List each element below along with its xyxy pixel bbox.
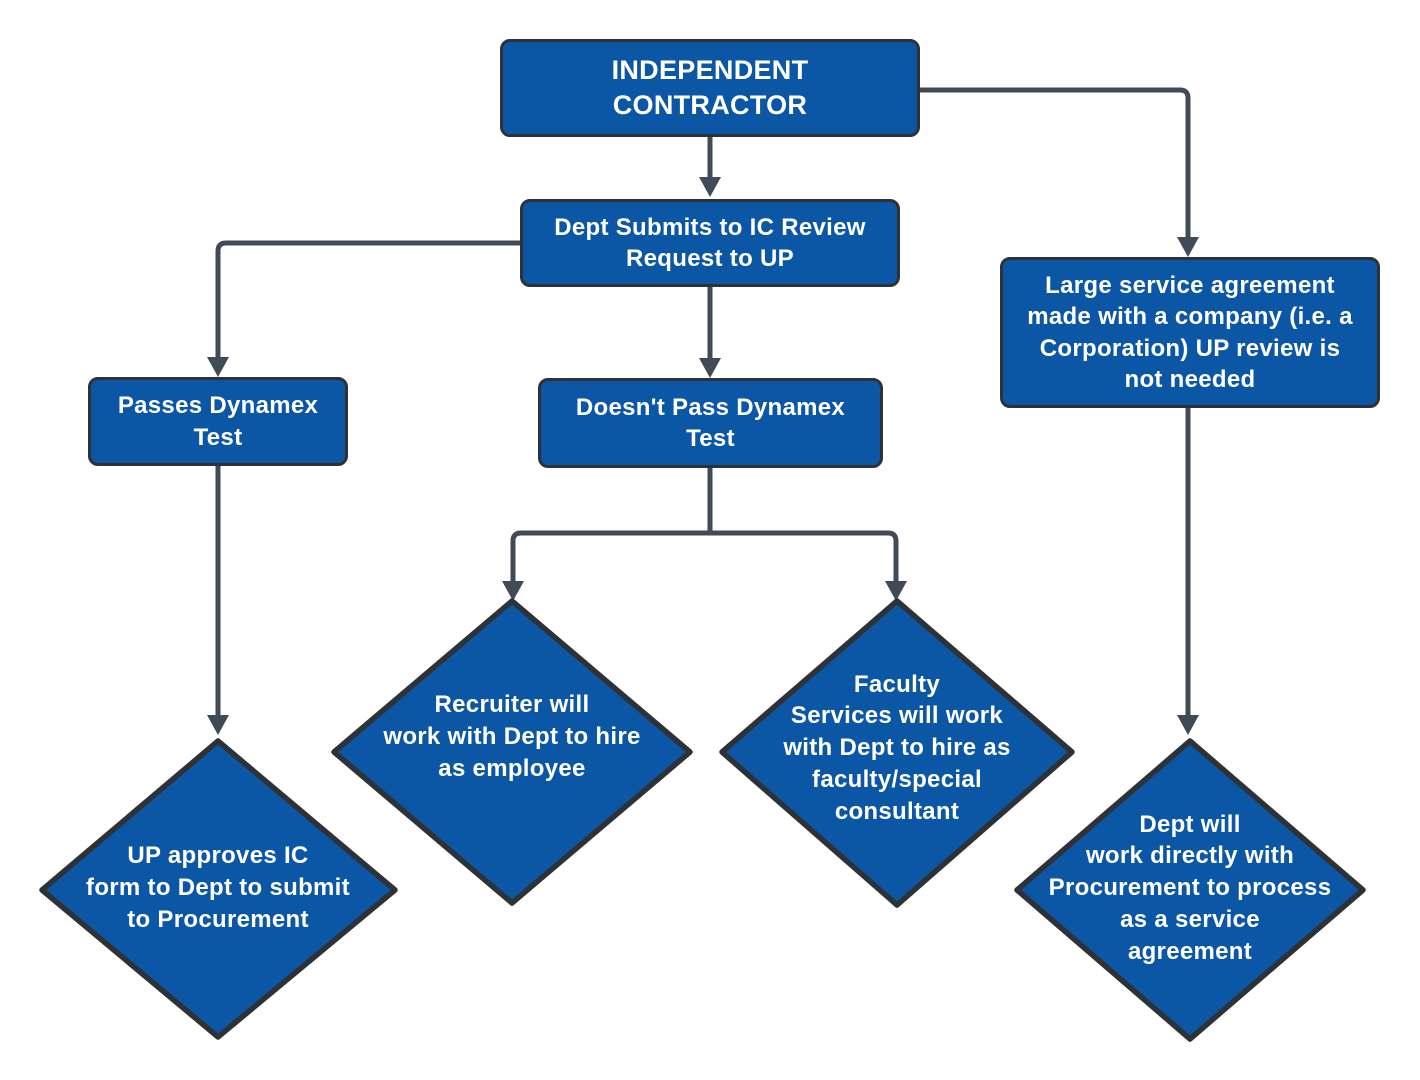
node-passes-dynamex-label: Passes Dynamex Test — [117, 392, 319, 451]
node-independent-contractor: INDEPENDENT CONTRACTOR — [500, 39, 920, 137]
node-dept-submits: Dept Submits to IC Review Request to UP — [520, 199, 900, 287]
connector-ic-to-large-service — [920, 87, 1199, 257]
node-large-service-agreement-label: Large service agreement made with a comp… — [1027, 272, 1353, 393]
node-large-service-agreement: Large service agreement made with a comp… — [1000, 257, 1380, 408]
connector-split-to-faculty-services — [710, 530, 907, 601]
connector-dept-submits-to-passes — [207, 240, 520, 377]
node-passes-dynamex: Passes Dynamex Test — [88, 377, 348, 466]
connector-split-to-recruiter — [502, 530, 710, 601]
diamond-faculty-services — [719, 598, 1075, 908]
node-doesnt-pass-dynamex-label: Doesn't Pass Dynamex Test — [575, 393, 846, 452]
node-independent-contractor-label: INDEPENDENT CONTRACTOR — [611, 54, 809, 120]
diamond-up-approves — [39, 738, 398, 1040]
node-dept-submits-label: Dept Submits to IC Review Request to UP — [554, 213, 866, 272]
diamond-dept-procurement — [1014, 738, 1366, 1042]
diamond-recruiter — [331, 598, 693, 906]
node-doesnt-pass-dynamex: Doesn't Pass Dynamex Test — [538, 378, 883, 468]
